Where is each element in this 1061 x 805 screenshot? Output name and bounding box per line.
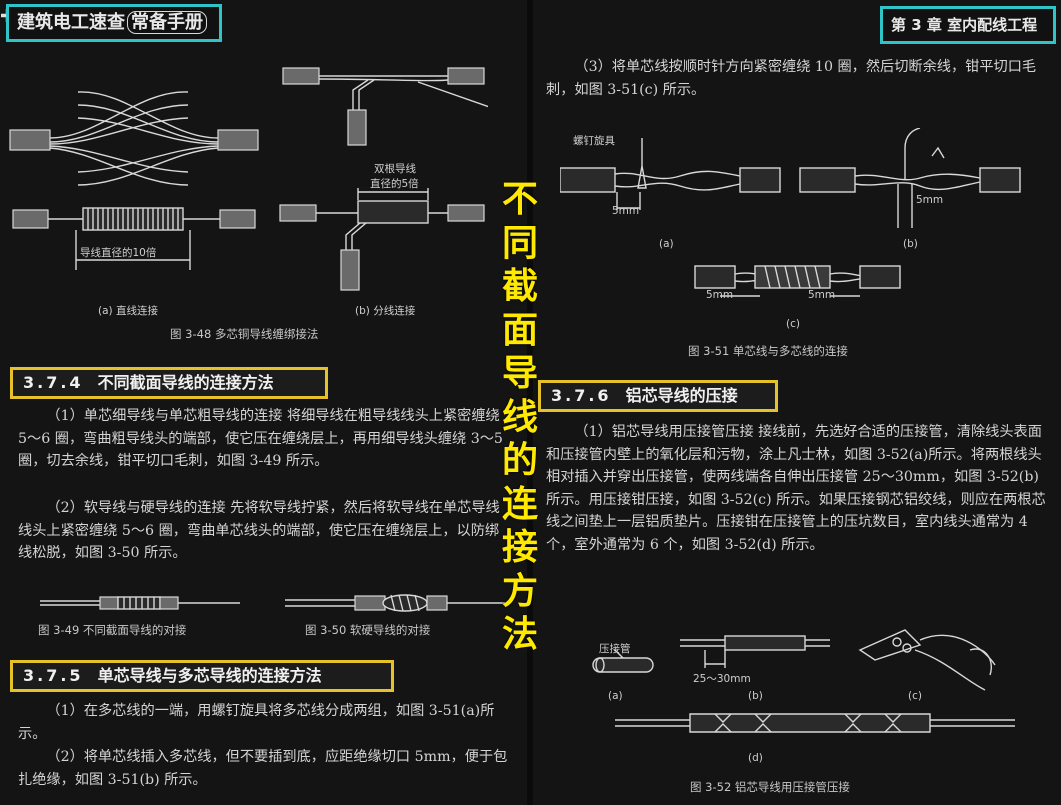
section-number: 3.7.4 [23, 373, 84, 392]
section-title: 铝芯导线的压接 [625, 386, 738, 405]
fig-352c-label: (c) [908, 690, 922, 702]
paragraph-3-7-4-2: （2）软导线与硬导线的连接 先将软导线拧紧，然后将软导线在单芯导线线头上紧密缠绕… [18, 500, 500, 561]
dim-label-52: 25～30mm [693, 673, 751, 685]
dim-label-a: 导线直径的10倍 [80, 246, 157, 259]
paragraph-3-7-5-2: （2）将单芯线插入多芯线，但不要插到底，应距绝缘切口 5mm，便于包扎绝缘，如图… [18, 749, 508, 788]
fig-352a-label: (a) [608, 690, 623, 702]
dim-label-51c2: 5mm [808, 289, 836, 301]
figure-3-49-diagram [40, 596, 240, 610]
figure-3-51-diagram [560, 128, 1021, 297]
chapter-title: 第 3 章 室内配线工程 [880, 6, 1056, 44]
paragraph-3-7-4-1: （1）单芯细导线与单芯粗导线的连接 将细导线在粗导线线头上紧密缠绕 5～6 圈，… [18, 408, 503, 469]
fig-352d-label: (d) [748, 752, 763, 764]
fig-348-caption: 图 3-48 多芯铜导线缠绑接法 [170, 327, 319, 341]
section-heading-3-7-5: 3.7.5 单芯导线与多芯导线的连接方法 [10, 660, 394, 692]
screwdriver-label: 螺钉旋具 [573, 135, 615, 147]
figure-3-48-diagram: 导线直径的10倍 双根导线 直径的5倍 [9, 67, 488, 291]
fig-351-caption: 图 3-51 单芯线与多芯线的连接 [688, 344, 848, 358]
section-title: 单芯导线与多芯导线的连接方法 [97, 666, 322, 685]
section-number: 3.7.6 [551, 386, 612, 405]
paragraph-step-3: （3）将单芯线按顺时针方向紧密缠绕 10 圈，然后切断余线，钳平切口毛刺，如图 … [546, 59, 1037, 98]
fig-350-caption: 图 3-50 软硬导线的对接 [305, 623, 431, 637]
fig-351c-label: (c) [786, 318, 800, 330]
tube-label: 压接管 [599, 643, 631, 655]
fig-352-caption: 图 3-52 铝芯导线用压接管压接 [690, 780, 850, 794]
figure-3-50-diagram [285, 594, 505, 612]
paragraph-3-7-6-1: （1）铝芯导线用压接管压接 接线前，先选好合适的压接管，清除线头表面和压接管内壁… [546, 424, 1046, 553]
section-heading-3-7-4: 3.7.4 不同截面导线的连接方法 [10, 367, 328, 399]
book-badge: 常备手册 [127, 11, 207, 34]
dim-label-b2: 直径的5倍 [370, 177, 419, 190]
section-heading-3-7-6: 3.7.6 铝芯导线的压接 [538, 380, 778, 412]
fig-352b-label: (b) [748, 690, 763, 702]
section-title: 不同截面导线的连接方法 [97, 373, 274, 392]
section-number: 3.7.5 [23, 666, 84, 685]
paragraph-3-7-5-1: （1）在多芯线的一端，用螺钉旋具将多芯线分成两组，如图 3-51(a)所示。 [18, 703, 495, 742]
dim-label-51b: 5mm [916, 194, 944, 206]
overlay-vertical-title: 不同截面导线的连接方法 [501, 179, 538, 655]
fig-348b-label: (b) 分线连接 [355, 305, 416, 317]
figure-3-52-diagram [592, 629, 1015, 733]
fig-348a-label: (a) 直线连接 [98, 305, 158, 317]
dim-label-b1: 双根导线 [374, 162, 416, 175]
book-title: 建筑电工速查 [17, 12, 125, 33]
book-title-box: 建筑电工速查常备手册 [6, 4, 222, 42]
page-gutter [527, 0, 533, 805]
fig-349-caption: 图 3-49 不同截面导线的对接 [38, 623, 187, 637]
dim-label-51a: 5mm [612, 205, 640, 217]
fig-351a-label: (a) [659, 238, 674, 250]
fig-351b-label: (b) [903, 238, 918, 250]
dim-label-51c1: 5mm [706, 289, 734, 301]
